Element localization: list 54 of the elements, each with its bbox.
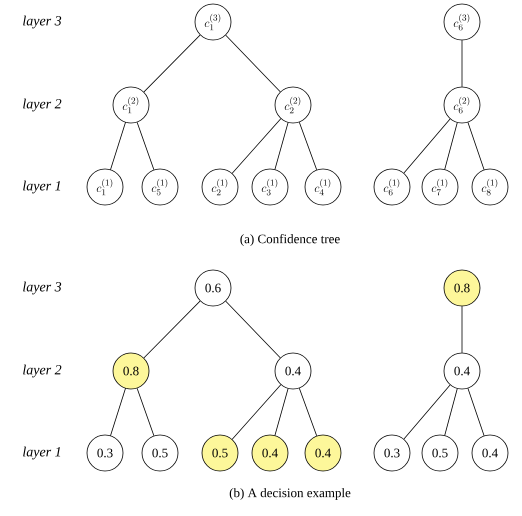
- tree-node: $c_3^{(1)}$: [252, 168, 288, 206]
- tree-node: $c_6^{(3)}$: [444, 4, 480, 40]
- tree-edge: [298, 122, 318, 170]
- tree-edge: [468, 122, 484, 170]
- tree-node: $c_8^{(1)}$: [472, 168, 508, 206]
- tree-edge: [136, 122, 154, 170]
- tree-edge: [232, 118, 282, 174]
- tree-edge: [225, 34, 281, 92]
- tree-edge: [144, 300, 200, 358]
- tree-node: $c_6^{(2)}$: [444, 86, 480, 124]
- tree-edge: [274, 388, 288, 436]
- tree-node: 0.4: [252, 434, 288, 472]
- tree-node: 0.8: [112, 352, 150, 390]
- layer-label: layer 1: [23, 446, 60, 460]
- tree-edge: [274, 122, 288, 170]
- layer-label: layer 2: [23, 98, 62, 112]
- tree-edge: [444, 388, 458, 436]
- layer-label: layer 3: [23, 16, 62, 28]
- tree-edge: [225, 300, 281, 358]
- tree-edge: [404, 118, 450, 174]
- tree-node: 0.8: [444, 270, 480, 306]
- tree-node: 0.3: [86, 434, 124, 472]
- tree-node: 0.4: [472, 434, 508, 472]
- subfigure-caption: (b) A decision example: [230, 488, 350, 500]
- tree-node: $c_4^{(1)}$: [304, 168, 342, 206]
- tree-node: 0.4: [304, 434, 342, 472]
- tree-node: 0.3: [374, 434, 410, 472]
- tree-edge: [110, 388, 126, 436]
- tree-edge: [404, 384, 450, 440]
- tree-node: $c_2^{(1)}$: [202, 168, 238, 206]
- tree-node: 0.4: [444, 352, 480, 390]
- subfigure-caption: (a) Confidence tree: [240, 234, 340, 246]
- tree-edge: [136, 388, 154, 436]
- tree-node: $c_1^{(1)}$: [86, 168, 124, 206]
- tree-node: 0.4: [274, 352, 312, 390]
- tree-node: 0.5: [422, 434, 458, 472]
- tree-node: $c_6^{(1)}$: [374, 168, 410, 206]
- tree-node: $c_2^{(2)}$: [274, 86, 312, 124]
- tree-node: $c_1^{(2)}$: [112, 86, 150, 124]
- tree-node: 0.6: [194, 270, 232, 306]
- tree-node: $c_1^{(3)}$: [194, 4, 232, 40]
- tree-node: $c_5^{(1)}$: [142, 168, 178, 206]
- layer-label: layer 2: [23, 364, 62, 378]
- layer-label: layer 1: [23, 180, 60, 194]
- layer-label: layer 3: [23, 282, 62, 294]
- tree-node: 0.5: [202, 434, 238, 472]
- tree-edge: [468, 388, 484, 436]
- tree-edge: [144, 34, 200, 92]
- tree-node: $c_7^{(1)}$: [422, 168, 458, 206]
- tree-edge: [444, 122, 458, 170]
- tree-node: 0.5: [142, 434, 178, 472]
- tree-edge: [298, 388, 318, 436]
- tree-edge: [110, 122, 126, 170]
- tree-edge: [232, 384, 282, 440]
